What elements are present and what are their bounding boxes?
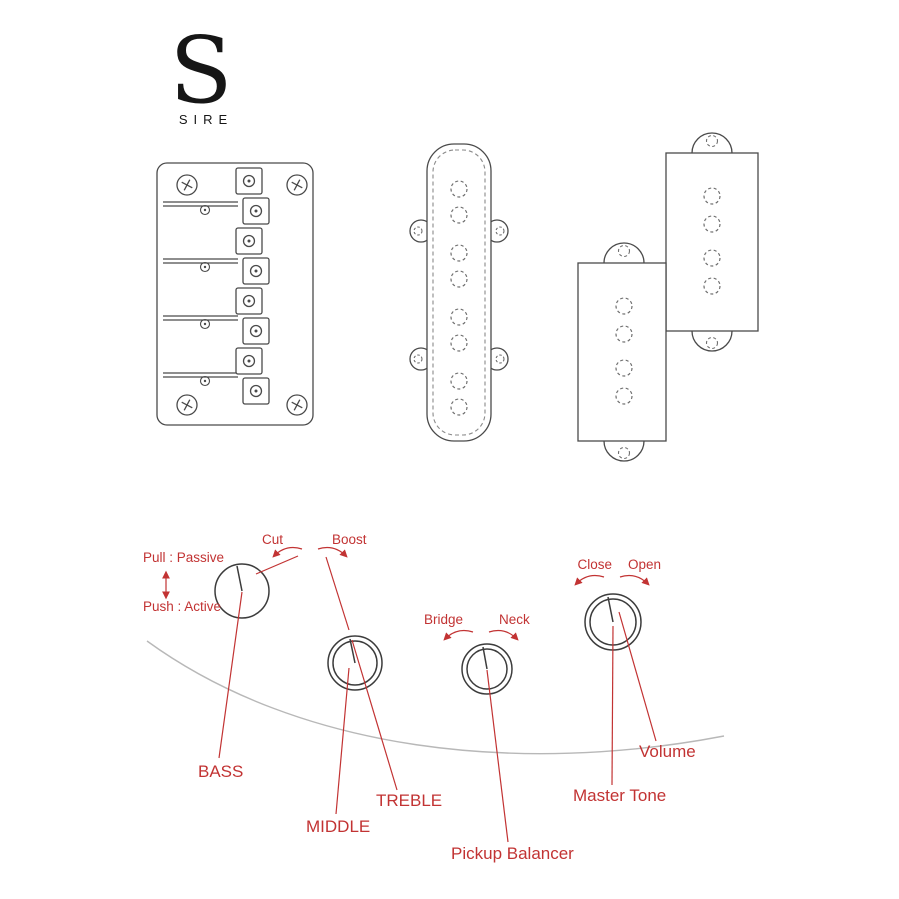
jazz-pickup-drawing <box>409 143 509 442</box>
neck-label: Neck <box>499 612 530 627</box>
sire-logo-glyph: S <box>169 17 232 124</box>
boost-label: Boost <box>332 532 367 547</box>
bridge-drawing <box>156 162 314 426</box>
saddle-block <box>242 197 270 225</box>
saddle-block <box>235 167 263 195</box>
bridge-plate <box>156 162 314 426</box>
split-pickup-drawing <box>577 132 759 462</box>
open-arrow-icon <box>619 574 650 586</box>
boost-arrow-icon <box>317 546 348 558</box>
bass-knob <box>214 563 270 619</box>
eq-link-line-right <box>325 556 350 631</box>
knob-pointer <box>607 596 614 623</box>
saddle-block <box>242 257 270 285</box>
neck-arrow-icon <box>488 629 519 641</box>
middle-treble-knob <box>327 635 383 691</box>
annotations: Pull : Passive Push : Active Cut Boost B… <box>143 532 696 863</box>
eq-link-line-left <box>255 555 299 575</box>
jazz-pickup-body <box>426 143 492 442</box>
bridge-label: Bridge <box>424 612 463 627</box>
push-active-label: Push : Active <box>143 599 221 614</box>
open-label: Open <box>628 557 661 572</box>
split-pickup-upper-half <box>665 132 759 352</box>
pull-passive-label: Pull : Passive <box>143 550 224 565</box>
jazz-pickup-inner-outline <box>432 149 486 436</box>
knob-pointer <box>349 638 356 664</box>
middle-callout-line <box>335 667 350 815</box>
saddle-block <box>235 287 263 315</box>
bridge-screw-icon <box>286 394 308 416</box>
treble-knob-label: TREBLE <box>376 791 442 810</box>
bridge-screw-icon <box>286 174 308 196</box>
sire-wordmark: SIRE <box>179 112 233 127</box>
close-arrow-icon <box>574 574 605 586</box>
saddle-block <box>242 377 270 405</box>
bridge-screw-icon <box>176 394 198 416</box>
bass-knob-label: BASS <box>198 762 243 781</box>
bridge-strings <box>163 201 238 378</box>
knob-pointer <box>482 646 488 670</box>
volume-callout-line <box>618 611 657 742</box>
master-tone-knob-label: Master Tone <box>573 786 666 805</box>
bridge-arrow-icon <box>443 629 474 641</box>
bridge-screw-icon <box>176 174 198 196</box>
body-edge-curve <box>146 640 725 755</box>
volume-knob-label: Volume <box>639 742 696 761</box>
balancer-knob-label: Pickup Balancer <box>451 844 574 863</box>
saddle-block <box>235 347 263 375</box>
cut-arrow-icon <box>272 546 303 558</box>
pickup-balancer-knob <box>461 643 513 695</box>
knob-pointer <box>236 565 243 592</box>
middle-knob-label: MIDDLE <box>306 817 370 836</box>
coil-body <box>577 262 667 442</box>
bass-callout-line <box>218 591 243 759</box>
balancer-callout-line <box>486 669 509 843</box>
treble-callout-line <box>351 639 398 791</box>
master-tone-callout-line <box>611 625 614 786</box>
split-pickup-lower-half <box>577 242 667 462</box>
bridge-string-holes <box>199 204 211 387</box>
sire-logo: S SIRE <box>169 17 233 127</box>
close-label: Close <box>577 557 612 572</box>
saddle-block <box>242 317 270 345</box>
saddle-block <box>235 227 263 255</box>
coil-body <box>665 152 759 332</box>
cut-label: Cut <box>262 532 283 547</box>
